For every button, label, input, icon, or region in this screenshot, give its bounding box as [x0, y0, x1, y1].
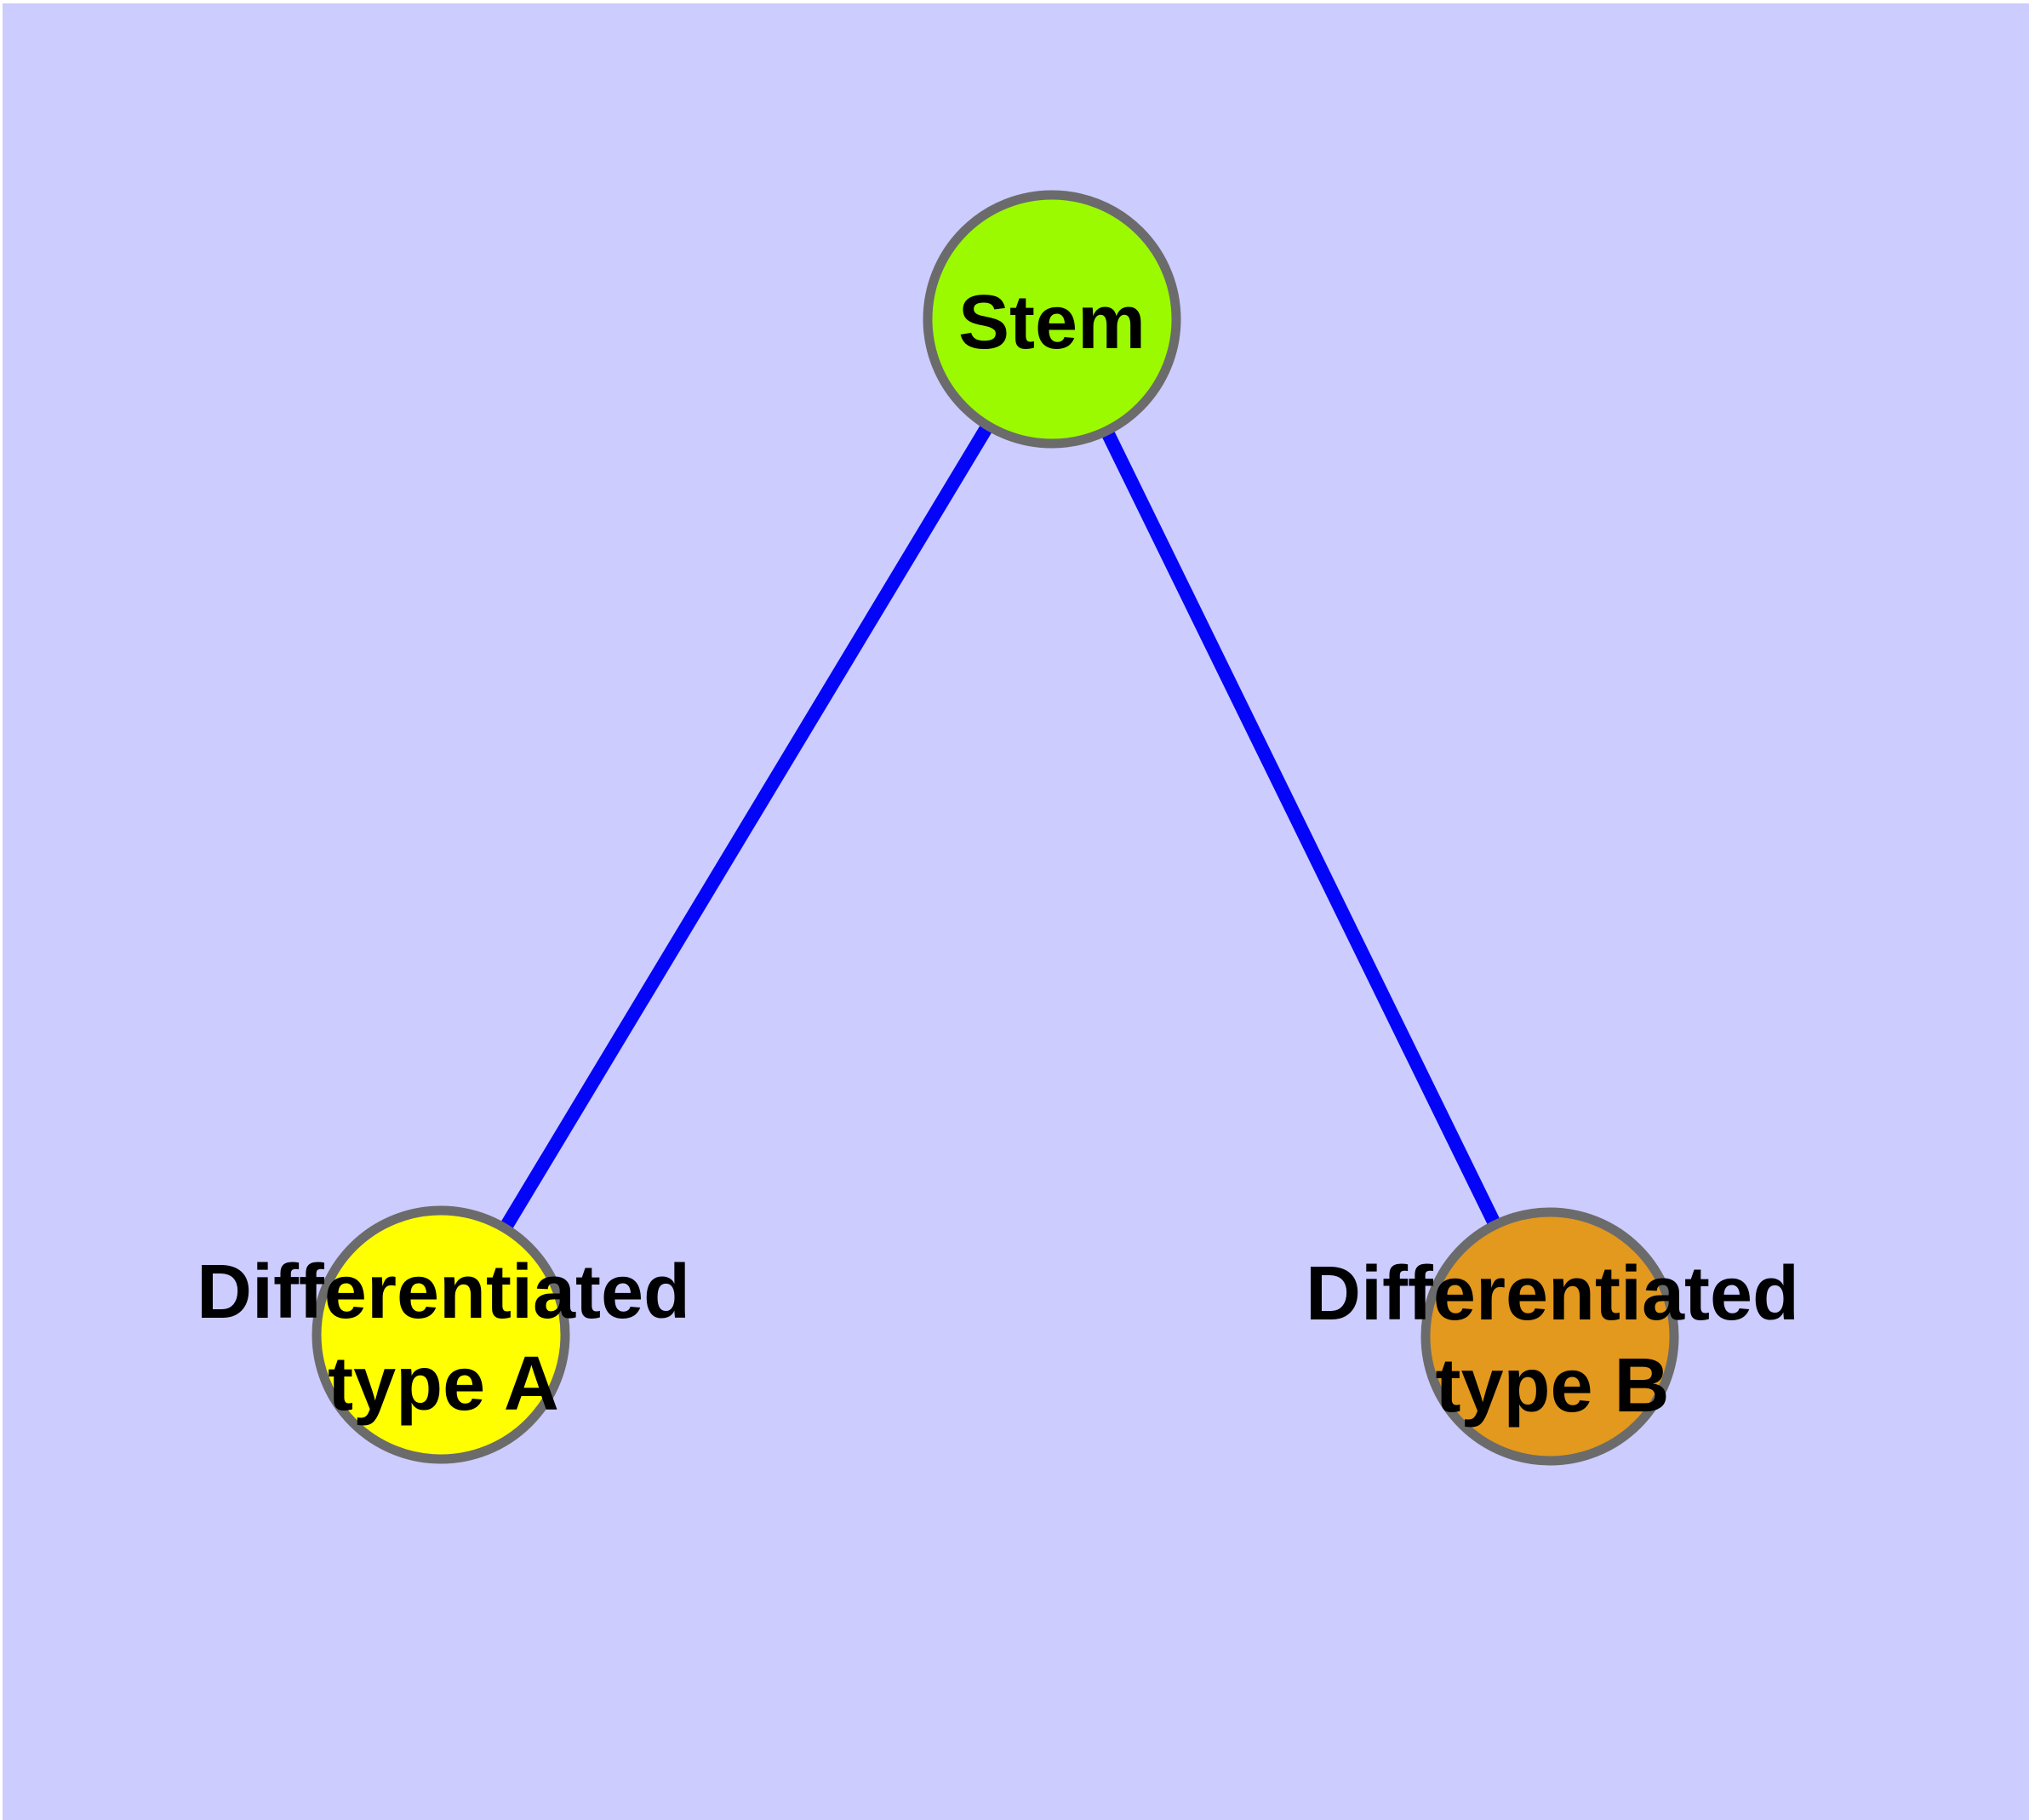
diagram-canvas: Stem Differentiated type A Differentiate… — [3, 3, 2029, 1820]
differentiated-type-a-label-line2: type A — [328, 1342, 559, 1427]
differentiated-type-a-node — [311, 1205, 570, 1464]
graph-svg — [311, 190, 1679, 1466]
differentiated-type-a-label: Differentiated type A — [60, 1246, 826, 1430]
differentiated-type-a-label-line1: Differentiated — [196, 1250, 691, 1335]
edge-stem-to-type-a — [435, 315, 1058, 1339]
stem-node-label: Stem — [712, 277, 1392, 369]
differentiated-type-b-label-line1: Differentiated — [1305, 1251, 1800, 1336]
differentiated-type-b-label: Differentiated type B — [1169, 1248, 1935, 1432]
differentiated-type-b-label-line2: type B — [1435, 1343, 1670, 1428]
differentiated-type-b-node — [1420, 1207, 1679, 1466]
edge-stem-to-type-b — [1045, 316, 1557, 1340]
stem-node — [923, 190, 1181, 449]
stem-node-label-text: Stem — [957, 280, 1146, 365]
